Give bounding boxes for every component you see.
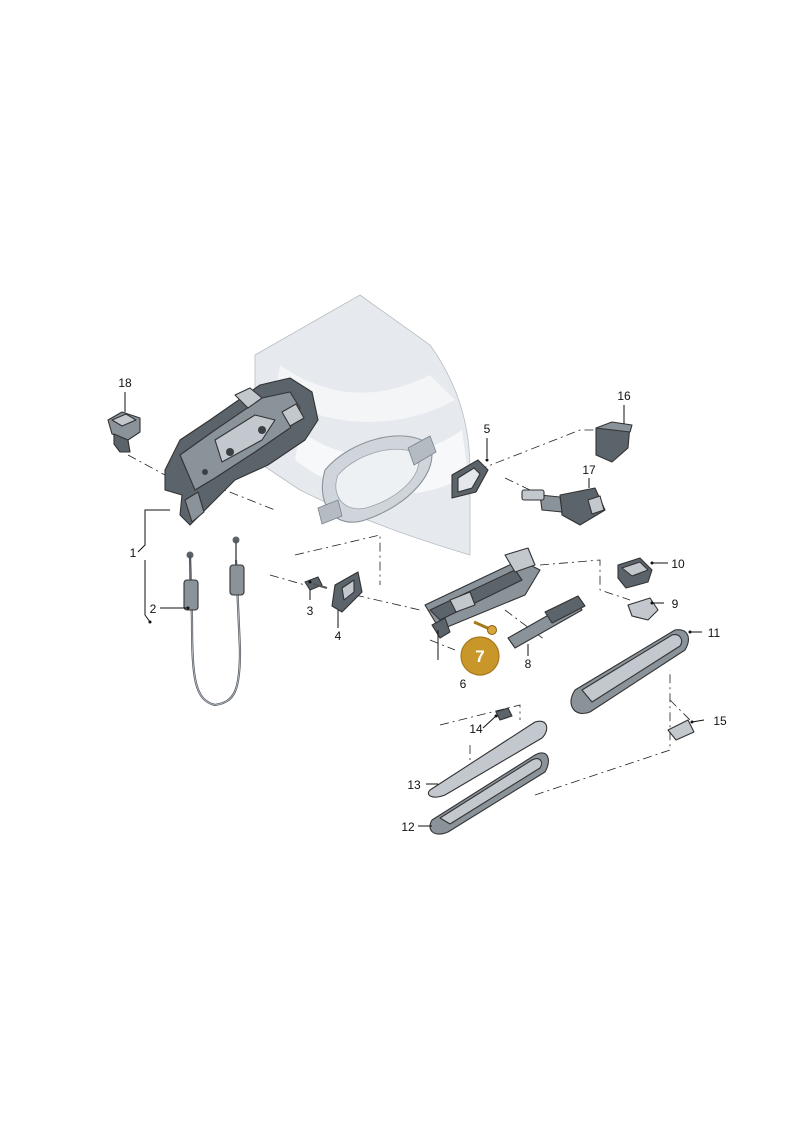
part-2-cables [183,536,245,707]
callout-labels: 1 2 3 4 5 6 8 9 10 11 12 13 14 15 16 17 … [118,376,727,834]
leader-dots [148,458,694,724]
part-13-trim-strip [427,720,548,798]
part-3-screw [304,576,328,591]
callout-16[interactable]: 16 [617,389,631,403]
callout-4[interactable]: 4 [335,629,342,643]
callout-12[interactable]: 12 [401,820,415,834]
part-17-lock-cylinder [521,487,606,526]
part-18-bracket [107,411,141,453]
part-8-rod [507,595,586,649]
callout-11[interactable]: 11 [708,626,721,640]
part-16-cap [595,421,633,463]
callout-7-label: 7 [475,647,484,666]
part-5-cover [451,459,489,499]
part-7-screw [473,620,497,635]
callout-15[interactable]: 15 [713,714,727,728]
callout-6[interactable]: 6 [460,677,467,691]
callout-10[interactable]: 10 [671,557,685,571]
part-15-clip [667,719,695,741]
part-6-handle-carrier [424,547,541,639]
callout-2[interactable]: 2 [150,602,157,616]
part-1-lock-carrier [164,377,319,526]
callout-18[interactable]: 18 [118,376,132,390]
guide-lines [127,429,691,796]
part-9-clip [627,597,659,621]
callout-3[interactable]: 3 [307,604,314,618]
callout-8[interactable]: 8 [525,657,532,671]
callout-1[interactable]: 1 [130,546,137,560]
callout-9[interactable]: 9 [672,597,679,611]
leader-lines [124,392,705,827]
part-4-seal [331,571,363,613]
callout-13[interactable]: 13 [407,778,421,792]
part-11-handle-cover [570,629,689,714]
callout-5[interactable]: 5 [484,422,491,436]
callout-7-highlight[interactable]: 7 [460,636,500,676]
part-10-block [617,557,653,589]
part-14-screw [495,707,513,721]
door-panel [254,294,471,556]
callout-14[interactable]: 14 [469,722,483,736]
part-12-handle-grip [429,752,549,835]
callout-17[interactable]: 17 [582,463,596,477]
